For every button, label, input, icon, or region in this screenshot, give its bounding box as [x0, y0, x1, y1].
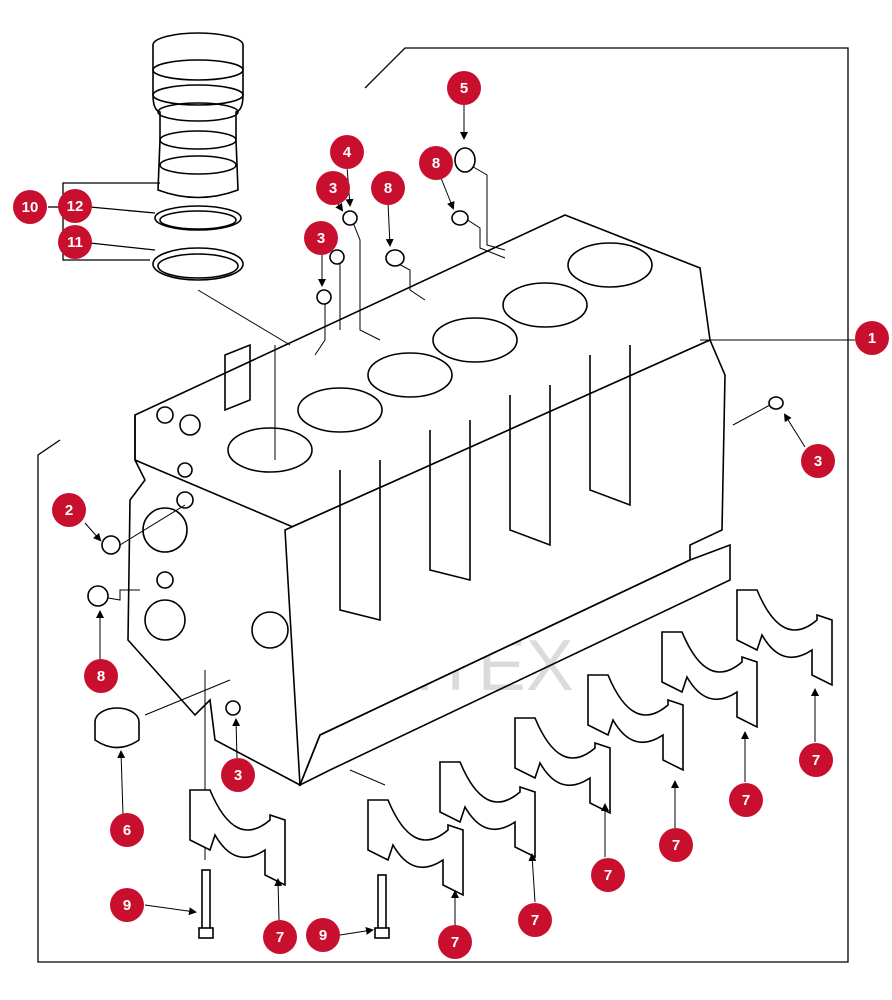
callout-8a-label: 8	[432, 155, 440, 172]
callout-2: 2	[52, 493, 86, 527]
callout-8: 8	[84, 659, 118, 693]
callout-9b-label: 9	[319, 927, 327, 944]
callout-4: 4	[330, 135, 364, 169]
plug-2	[101, 535, 121, 555]
callout-7b-label: 7	[451, 934, 459, 951]
callout-8b-label: 8	[384, 180, 392, 197]
plug-3-mid	[316, 289, 332, 305]
callout-10-label: 10	[22, 199, 39, 216]
plug-8-top-right	[451, 210, 469, 226]
plug-8-top	[385, 249, 405, 267]
callout-6: 6	[110, 813, 144, 847]
callout-5: 5	[447, 71, 481, 105]
callout-1: 1	[855, 321, 889, 355]
plug-4	[342, 210, 358, 226]
callout-7c-label: 7	[531, 912, 539, 929]
callout-7: 7	[799, 743, 833, 777]
callout-3b-label: 3	[317, 230, 325, 247]
callout-3: 3	[304, 221, 338, 255]
plug-8-left	[87, 585, 109, 607]
callout-7a-label: 7	[276, 929, 284, 946]
callout-12: 12	[58, 189, 92, 223]
callout-8: 8	[419, 146, 453, 180]
bracket-10	[62, 182, 160, 261]
callout-7: 7	[518, 903, 552, 937]
callout-8: 8	[371, 171, 405, 205]
callout-4-label: 4	[343, 144, 352, 161]
liner-seal-ring-12	[154, 205, 242, 231]
main-bearing-caps	[189, 589, 833, 897]
main-bearing-bolt-2	[374, 874, 390, 939]
callout-5-label: 5	[460, 80, 468, 97]
diagram-frame	[37, 47, 849, 963]
liner-seal-ring-11	[152, 247, 244, 281]
callout-7: 7	[591, 858, 625, 892]
callout-7: 7	[729, 783, 763, 817]
callout-3: 3	[221, 758, 255, 792]
callout-3: 3	[801, 444, 835, 478]
callout-7: 7	[438, 925, 472, 959]
callout-7: 7	[659, 828, 693, 862]
callout-arrows	[84, 103, 819, 936]
callout-2-label: 2	[65, 502, 73, 519]
plug-3-top	[329, 249, 345, 265]
callout-9: 9	[306, 918, 340, 952]
plug-3-bottom	[225, 700, 241, 716]
callout-7f-label: 7	[742, 792, 750, 809]
callout-3d-label: 3	[234, 767, 242, 784]
callout-7g-label: 7	[812, 752, 820, 769]
callout-1-label: 1	[868, 330, 876, 347]
callout-9a-label: 9	[123, 897, 131, 914]
callout-8c-label: 8	[97, 668, 105, 685]
callout-12-label: 12	[67, 198, 84, 215]
callout-7d-label: 7	[604, 867, 612, 884]
callout-3c-label: 3	[814, 453, 822, 470]
cylinder-liner	[152, 32, 244, 199]
plug-6	[94, 707, 140, 749]
callout-7: 7	[263, 920, 297, 954]
cylinder-block	[127, 214, 731, 787]
callout-7e-label: 7	[672, 837, 680, 854]
callout-11: 11	[58, 225, 92, 259]
callout-3a-label: 3	[329, 180, 337, 197]
callout-6-label: 6	[123, 822, 131, 839]
callout-3: 3	[316, 171, 350, 205]
plug-3-right	[768, 396, 784, 410]
main-bearing-bolt-1	[198, 869, 214, 939]
plug-5	[454, 147, 476, 173]
leader-lines	[107, 164, 855, 860]
callout-9: 9	[110, 888, 144, 922]
callout-11-label: 11	[67, 234, 83, 251]
callout-10: 10	[13, 190, 47, 224]
